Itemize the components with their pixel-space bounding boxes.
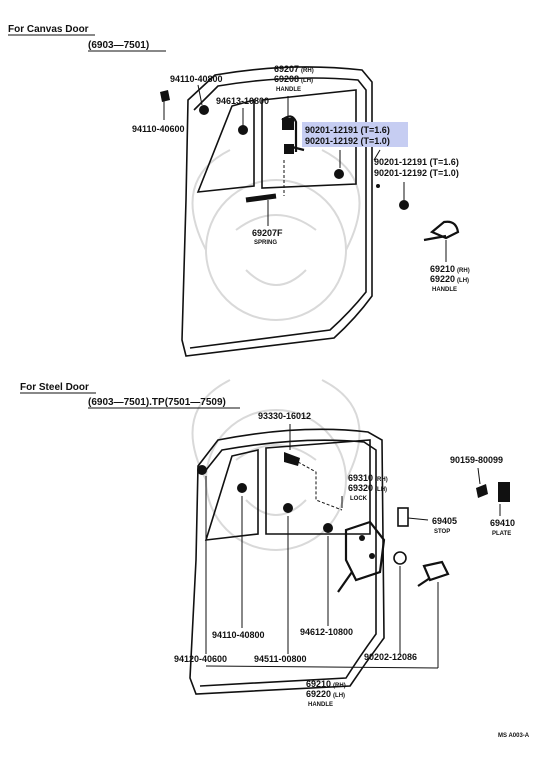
canvas-hardware [160, 90, 460, 242]
steel-bolt-d-label: 94511-00800 [254, 654, 307, 664]
canvas-section-title: For Canvas Door [8, 24, 89, 35]
canvas-washer-1-label: 90201-12191 (T=1.6) [374, 157, 459, 167]
steel-plate-no-label: 69410 [490, 518, 515, 528]
canvas-outer-name: HANDLE [432, 287, 457, 293]
highlight-washer-2: 90201-12192 (T=1.0) [305, 136, 390, 146]
steel-bolt-c-label: 94120-40600 [174, 654, 227, 664]
footer-ref: MS A003-A [498, 733, 530, 739]
steel-bolt-b-label: 94612-10800 [300, 627, 353, 637]
canvas-outer-lh-label: 69220(LH) [430, 274, 469, 284]
canvas-spring-name: SPRING [254, 240, 277, 246]
highlight-box [302, 122, 408, 147]
steel-plate-name: PLATE [492, 531, 511, 537]
steel-bolt-a-label: 94110-40800 [212, 630, 265, 640]
steel-leaders [205, 424, 501, 669]
canvas-door [181, 66, 373, 357]
canvas-washer-2-label: 90201-12192 (T=1.0) [374, 168, 459, 178]
steel-lock-lh-label: 69320(LH) [348, 483, 387, 493]
steel-section-range: (6903—7501).TP(7501—7509) [88, 397, 226, 408]
steel-handle-name: HANDLE [308, 702, 333, 708]
steel-hardware [197, 452, 510, 593]
canvas-bolt-left-label: 94110-40600 [132, 124, 185, 134]
steel-lock-name: LOCK [350, 496, 368, 502]
steel-door [189, 428, 385, 695]
steel-bolt-label: 93330-16012 [258, 411, 311, 421]
steel-section-title: For Steel Door [20, 382, 89, 393]
canvas-spring-no-label: 69207F [252, 228, 283, 238]
steel-stop-no-label: 69405 [432, 516, 457, 526]
canvas-handle-name: HANDLE [276, 87, 301, 93]
canvas-outer-rh-label: 69210(RH) [430, 264, 470, 274]
canvas-handle-lh-label: 69208(LH) [274, 74, 313, 84]
steel-stop-name: STOP [434, 529, 450, 535]
highlight-washer-1: 90201-12191 (T=1.6) [305, 125, 390, 135]
steel-washer-label: 90202-12086 [364, 652, 417, 662]
steel-lock-rh-label: 69310(RH) [348, 473, 388, 483]
steel-screw-label: 90159-80099 [450, 455, 503, 465]
steel-handle-lh-label: 69220(LH) [306, 689, 345, 699]
canvas-leaders [163, 84, 447, 262]
canvas-handle-rh-label: 69207(RH) [274, 64, 314, 74]
canvas-section-range: (6903—7501) [88, 40, 149, 51]
canvas-nut-label: 94613-10800 [216, 96, 269, 106]
steel-handle-rh-label: 69210(RH) [306, 679, 346, 689]
watermark-emblem [191, 149, 361, 551]
canvas-bolt-top-label: 94110-40800 [170, 74, 223, 84]
